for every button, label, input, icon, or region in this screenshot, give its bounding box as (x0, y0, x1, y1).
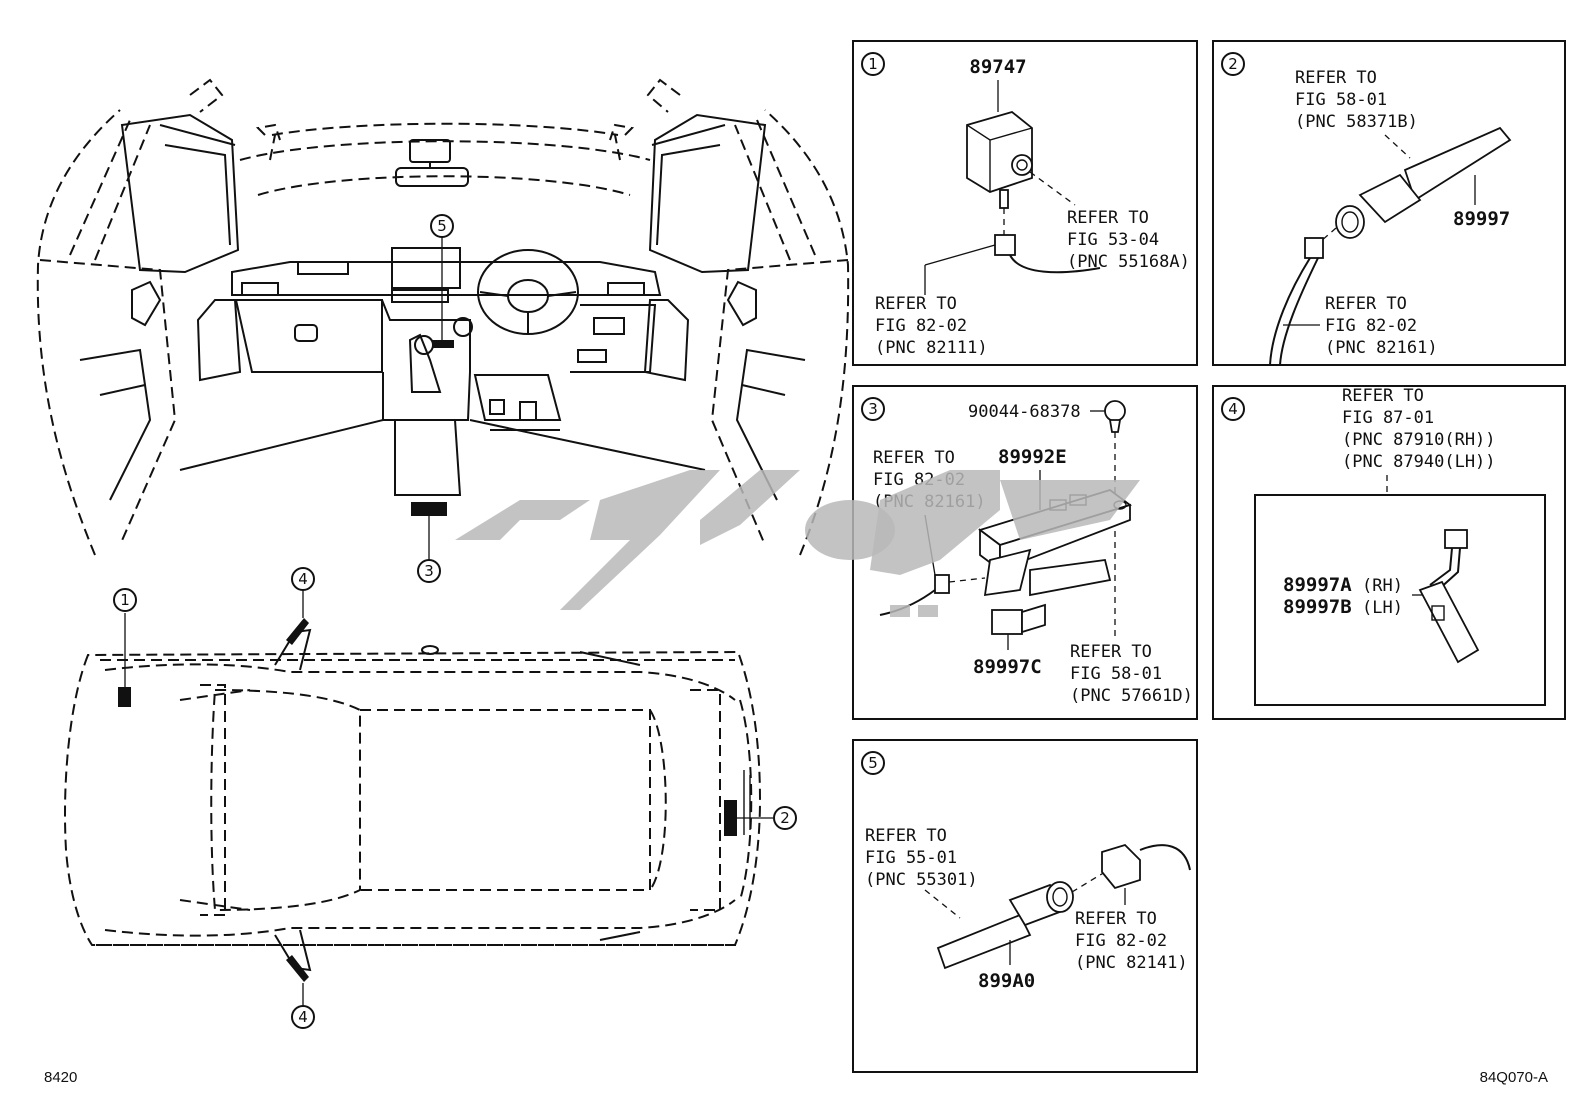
part-89997B: 89997B (1283, 596, 1352, 618)
watermark-logo (455, 470, 1140, 617)
callout-1: 1 (120, 591, 130, 609)
p1-refa-l1: REFER TO (1067, 208, 1149, 228)
callout-5: 5 (437, 217, 447, 235)
callout-3: 3 (424, 562, 434, 580)
p1-refa-l2: FIG 53-04 (1067, 230, 1159, 250)
illustration-code: 84Q070-A (1480, 1069, 1548, 1086)
panel-1-number: 1 (868, 55, 878, 73)
part-89997: 89997 (1453, 208, 1510, 230)
panel-2-number: 2 (1228, 55, 1238, 73)
part-899A0: 899A0 (978, 970, 1035, 992)
p1-refb-l1: REFER TO (875, 294, 957, 314)
p2-refb-l3: (PNC 82161) (1325, 338, 1438, 358)
part-89997C: 89997C (973, 656, 1042, 678)
p5-refb-l3: (PNC 82141) (1075, 953, 1188, 973)
p5-refa-l1: REFER TO (865, 826, 947, 846)
panel-2: 2 REFER TO FIG 58-01 (PNC 58371B) 89997 … (1212, 40, 1566, 366)
panel-4: 4 REFER TO FIG 87-01 (PNC 87910(RH)) (PN… (1212, 385, 1566, 720)
p3-refb-l3: (PNC 57661D) (1070, 686, 1193, 706)
p5-refa-l3: (PNC 55301) (865, 870, 978, 890)
part-89992E: 89992E (998, 446, 1067, 468)
figure-id: 8420 (44, 1069, 77, 1086)
p1-refa-l3: (PNC 55168A) (1067, 252, 1190, 272)
part-89997A-side: (RH) (1362, 576, 1403, 596)
part-89997B-side: (LH) (1362, 598, 1403, 618)
p1-refb-l3: (PNC 82111) (875, 338, 988, 358)
panel-3-number: 3 (868, 400, 878, 418)
p2-refb-l1: REFER TO (1325, 294, 1407, 314)
p3-refb-l2: FIG 58-01 (1070, 664, 1162, 684)
p4-ref-l3: (PNC 87910(RH)) (1342, 430, 1496, 450)
bolt-90044-68378: 90044-68378 (968, 402, 1081, 422)
callout-2: 2 (780, 809, 790, 827)
p1-refb-l2: FIG 82-02 (875, 316, 967, 336)
p2-refb-l2: FIG 82-02 (1325, 316, 1417, 336)
p3-refb-l1: REFER TO (1070, 642, 1152, 662)
p2-refa-l2: FIG 58-01 (1295, 90, 1387, 110)
interior-view (36, 78, 850, 583)
top-view (64, 567, 797, 1029)
p5-refb-l1: REFER TO (1075, 909, 1157, 929)
p2-refa-l1: REFER TO (1295, 68, 1377, 88)
callout-4-top: 4 (298, 570, 308, 588)
p4-ref-l4: (PNC 87940(LH)) (1342, 452, 1496, 472)
p4-ref-l1: REFER TO (1342, 386, 1424, 406)
panel-1: 1 89747 REFER TO FIG 53-04 (PNC 55168A) … (852, 40, 1198, 366)
panel-5: 5 REFER TO FIG 55-01 (PNC 55301) 899A0 R… (852, 739, 1198, 1073)
p2-refa-l3: (PNC 58371B) (1295, 112, 1418, 132)
p5-refa-l2: FIG 55-01 (865, 848, 957, 868)
part-89997A: 89997A (1283, 574, 1352, 596)
p3-refa-l1: REFER TO (873, 448, 955, 468)
panel-4-number: 4 (1228, 400, 1238, 418)
p4-ref-l2: FIG 87-01 (1342, 408, 1434, 428)
callout-4-bottom: 4 (298, 1008, 308, 1026)
panel-5-number: 5 (868, 754, 878, 772)
part-89747: 89747 (969, 56, 1026, 78)
p5-refb-l2: FIG 82-02 (1075, 931, 1167, 951)
